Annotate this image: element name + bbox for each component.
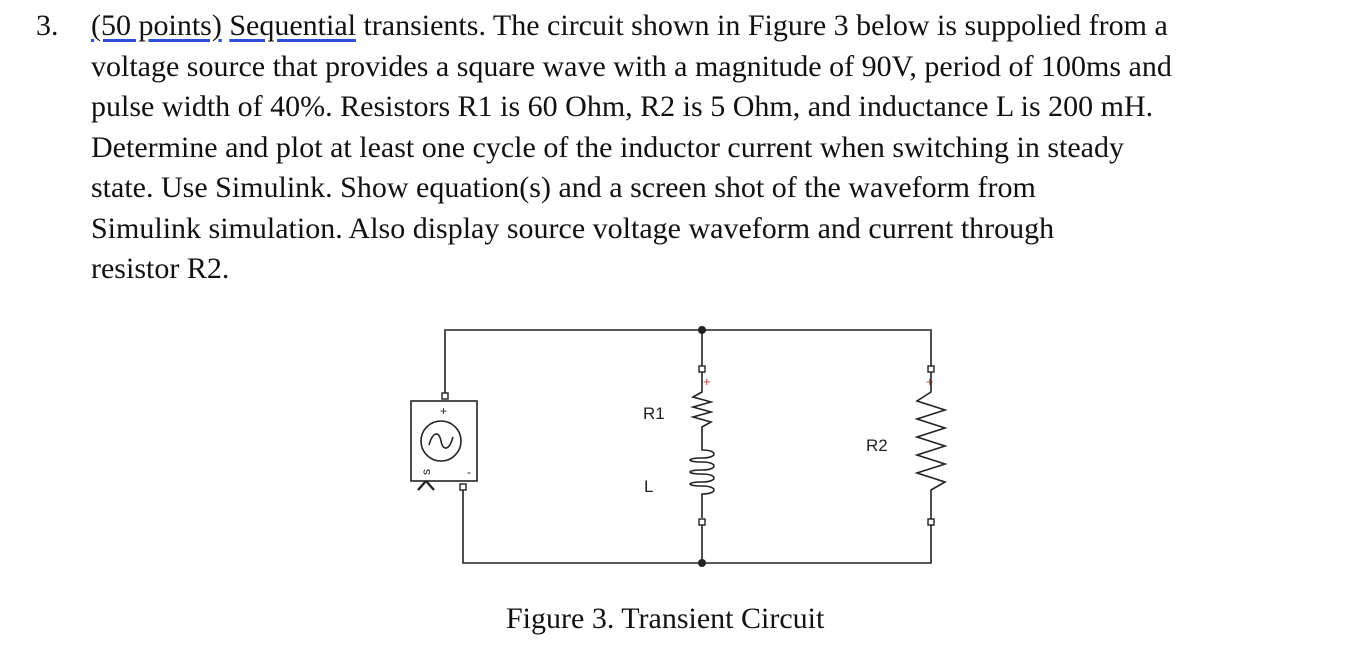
figure-caption: Figure 3. Transient Circuit xyxy=(506,602,825,635)
problem-line-5: state. Use Simulink. Show equation(s) an… xyxy=(91,171,1036,204)
r1-port-top xyxy=(698,365,706,373)
points-label: (50 points) xyxy=(91,9,222,42)
problem-number: 3. xyxy=(36,9,59,42)
l-label: L xyxy=(644,477,653,496)
r1-plus-label: + xyxy=(703,374,711,389)
problem-line-6: Simulink simulation. Also display source… xyxy=(91,211,1055,245)
r2-branch: + R2 xyxy=(866,365,948,526)
problem-line-3: pulse width of 40%. Resistors R1 is 60 O… xyxy=(91,90,1154,123)
source-input-arrow-icon xyxy=(417,480,435,491)
topic-label: Sequential xyxy=(229,9,356,42)
wire-top xyxy=(444,329,932,398)
r1-label: R1 xyxy=(643,404,665,423)
sine-wave-icon xyxy=(428,433,454,449)
junction-bottom xyxy=(698,559,706,567)
r2-label: R2 xyxy=(866,436,888,455)
r2-port-top xyxy=(927,365,935,373)
r1-resistor-icon xyxy=(690,372,714,438)
source-plus-label: + xyxy=(440,404,447,418)
junction-top xyxy=(698,326,706,334)
problem-line-4: Determine and plot at least one cycle of… xyxy=(91,130,1124,164)
l-inductor-icon xyxy=(689,438,715,518)
problem-line-7: resistor R2. xyxy=(91,252,230,285)
source-port-minus xyxy=(459,483,467,491)
r1-l-branch: + R1 L xyxy=(643,365,715,526)
r2-plus-label: + xyxy=(926,374,934,389)
problem-line-1-rest: transients. The circuit shown in Figure … xyxy=(355,9,1168,42)
r2-resistor-icon xyxy=(914,372,948,519)
source-minus-label: - xyxy=(467,465,471,479)
r2-port-bottom xyxy=(927,518,935,526)
wire-bottom xyxy=(462,488,932,564)
voltage-source: + - s xyxy=(410,392,478,491)
source-port-plus xyxy=(441,392,449,400)
problem-line-2: voltage source that provides a square wa… xyxy=(91,49,1172,83)
l-port-bottom xyxy=(698,518,706,526)
problem-body: (50 points) Sequential transients. The c… xyxy=(91,6,1331,290)
circuit-diagram: + - s + R1 L + R2 xyxy=(410,326,948,567)
source-s-label: s xyxy=(419,469,433,475)
problem-line-1: (50 points) Sequential transients. The c… xyxy=(91,6,1331,47)
